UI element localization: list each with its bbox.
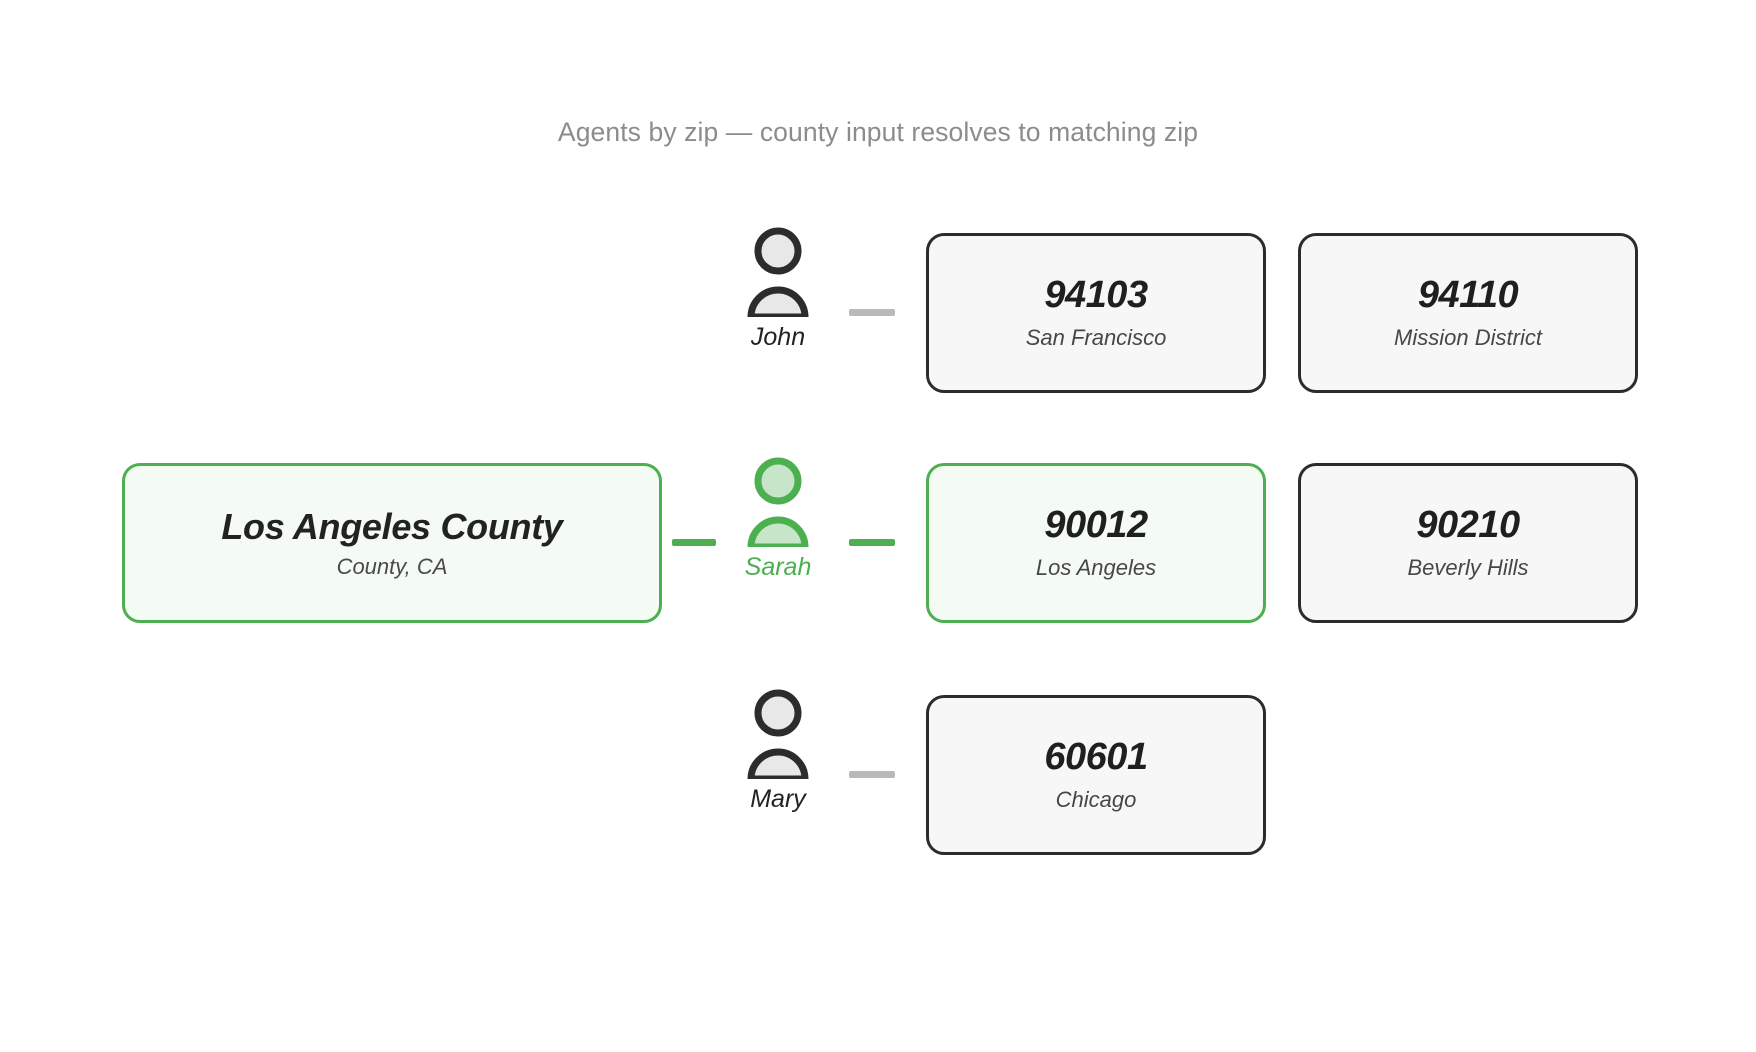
zip-card-94110[interactable]: 94110 Mission District [1298,233,1638,393]
zip-card-90012[interactable]: 90012 Los Angeles [926,463,1266,623]
county-subtitle-label: County, CA [336,554,448,580]
agent-row-sarah: Los Angeles County County, CA Sarah 9001… [0,455,1756,655]
agent-avatar-sarah[interactable]: Sarah [718,455,838,640]
agent-row-mary: Mary 60601 Chicago [0,687,1756,887]
connector-dash-county-to-agent [672,539,716,546]
connector-dash-agent-to-zip [849,309,895,316]
zip-city-label: Mission District [1394,324,1542,350]
zip-card-60601[interactable]: 60601 Chicago [926,695,1266,855]
county-name-label: Los Angeles County [221,505,563,547]
person-icon [747,227,809,317]
agent-name-label: Mary [750,785,806,813]
person-icon [747,689,809,779]
agent-avatar-mary[interactable]: Mary [718,687,838,872]
zip-city-label: Beverly Hills [1407,554,1529,580]
person-icon [747,457,809,547]
county-card-los-angeles[interactable]: Los Angeles County County, CA [122,463,662,623]
zip-code-value: 94103 [1044,274,1148,317]
connector-dash-agent-to-zip [849,539,895,546]
zip-city-label: Chicago [1055,786,1137,812]
agent-avatar-john[interactable]: John [718,225,838,410]
zip-city-label: Los Angeles [1035,554,1157,580]
page-title: Agents by zip — county input resolves to… [557,117,1199,147]
zip-code-value: 60601 [1044,736,1148,779]
zip-city-label: San Francisco [1025,324,1167,350]
agent-row-john: John 94103 San Francisco 94110 Mission D… [0,225,1756,425]
agent-name-label: John [750,323,806,351]
connector-dash-agent-to-zip [849,771,895,778]
zip-code-value: 90210 [1416,504,1520,547]
zip-code-value: 94110 [1417,274,1519,317]
zip-card-94103[interactable]: 94103 San Francisco [926,233,1266,393]
agent-name-label: Sarah [744,553,812,581]
zip-card-90210[interactable]: 90210 Beverly Hills [1298,463,1638,623]
zip-code-value: 90012 [1044,504,1148,547]
